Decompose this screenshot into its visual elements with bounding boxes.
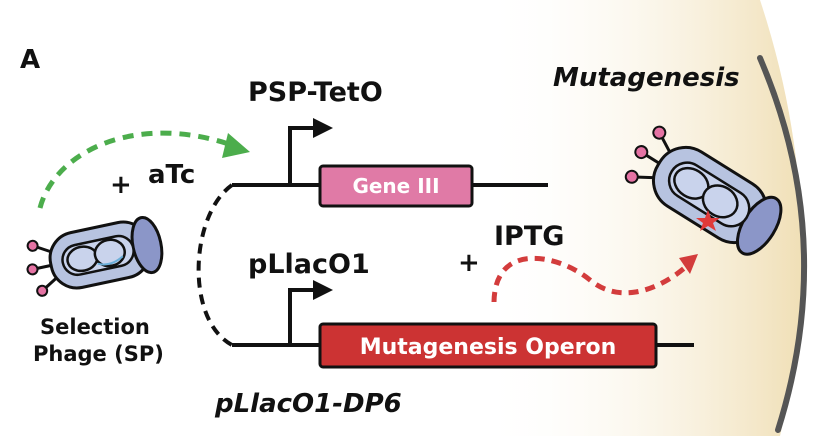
atc-dashed-arrow [37,130,241,209]
promoter-bottom-arrowhead [313,280,333,300]
cell-boundary-curve [757,55,808,433]
promoter-top-label: PSP-TetO [248,77,383,108]
panel-letter: A [20,45,40,75]
promoter-top-arrowhead [313,118,333,138]
mutagenesis-operon-label: Mutagenesis Operon [360,335,617,360]
phage-label-line2: Phage (SP) [33,342,164,366]
iptg-arrowhead [679,254,698,274]
region-label: Mutagenesis [553,63,740,93]
selection-phage-icon [26,215,164,297]
promoter-top-arrow [288,126,315,185]
promoter-bottom-arrow [288,288,315,345]
phage-label-line1: Selection [40,315,150,339]
gene-iii-label: Gene III [352,174,439,198]
plasmid-dashed-arc [196,183,234,347]
promoter-bottom-label: pLlacO1 [248,249,370,280]
mutated-phage-icon [624,125,783,256]
iptg-dashed-arrow [491,255,690,303]
plus-sign-iptg: + [458,248,480,278]
mutagenesis-operon-box [318,322,658,369]
iptg-label: IPTG [494,221,564,252]
gene-iii-box [318,164,474,208]
plasmid-label: pLlacO1-DP6 [214,389,402,419]
plus-sign-atc: + [110,170,132,200]
mutation-star-icon [696,210,720,231]
atc-arrowhead [222,133,250,158]
atc-label: aTc [148,160,195,190]
